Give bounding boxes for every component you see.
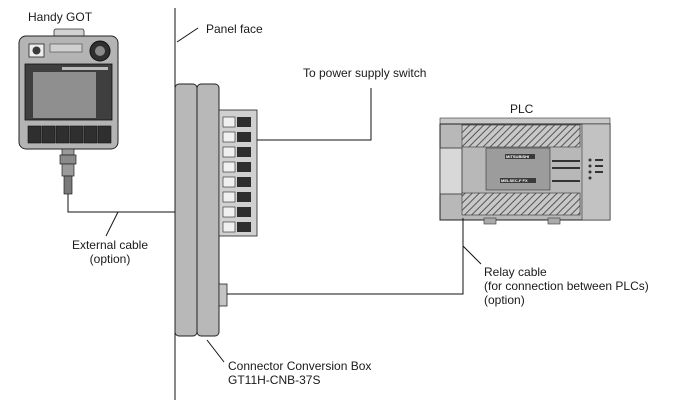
got-top-plate (49, 43, 83, 53)
plc-model-plate (500, 178, 536, 183)
relay-cable-line (227, 218, 464, 295)
external-cable: External cable (option) (67, 194, 175, 266)
power-supply-line (257, 88, 372, 141)
got-keypad (27, 125, 112, 144)
plc-status-leds (588, 158, 603, 180)
external-cable-label: External cable (72, 238, 148, 252)
key-switch-icon (28, 43, 45, 58)
plc-brand-plate (505, 154, 535, 159)
plc-foot-left (483, 217, 497, 225)
handy-got: Handy GOT (18, 10, 119, 195)
panel-face-leader (176, 27, 199, 43)
connector-box-label: Connector Conversion Box (228, 359, 371, 373)
plc: PLC MITSUBISHI MELSEC-F FX (439, 102, 611, 225)
connector-conversion-box: Connector Conversion Box GT11H-CNB-37S (174, 83, 371, 387)
relay-cable: Relay cable (for connection between PLCs… (227, 218, 649, 307)
relay-cable-option: (option) (484, 293, 525, 307)
emergency-stop-icon (89, 40, 111, 62)
got-screen (33, 72, 96, 118)
relay-cable-purpose: (for connection between PLCs) (484, 279, 649, 293)
connector-box-model: GT11H-CNB-37S (228, 373, 320, 387)
power-supply-label: To power supply switch (303, 66, 426, 80)
plc-bottom-terminals (461, 192, 581, 216)
box-relay-connector (218, 283, 228, 307)
box-right-housing (196, 83, 220, 337)
plc-model-text: MELSEC-F FX (501, 178, 528, 183)
panel-face-label: Panel face (206, 22, 263, 36)
got-status-strip (62, 67, 108, 70)
external-cable-option: (option) (90, 252, 131, 266)
got-cable-connector (59, 148, 77, 195)
relay-cable-label: Relay cable (484, 265, 547, 279)
plc-foot-right (547, 217, 561, 225)
terminal-block-terminals (222, 116, 251, 233)
external-cable-line (67, 194, 175, 213)
plc-side-cover (439, 147, 463, 195)
relay-cable-leader (462, 245, 482, 265)
connector-box-leader (206, 339, 225, 363)
power-supply-wiring: To power supply switch (257, 66, 426, 141)
plc-brand-text: MITSUBISHI (506, 154, 529, 159)
handy-got-label: Handy GOT (28, 10, 93, 24)
external-cable-leader (105, 211, 119, 237)
plc-label: PLC (510, 102, 534, 116)
plc-top-terminals (461, 124, 581, 148)
box-left-housing (174, 83, 198, 337)
plc-io-leds (552, 160, 580, 182)
